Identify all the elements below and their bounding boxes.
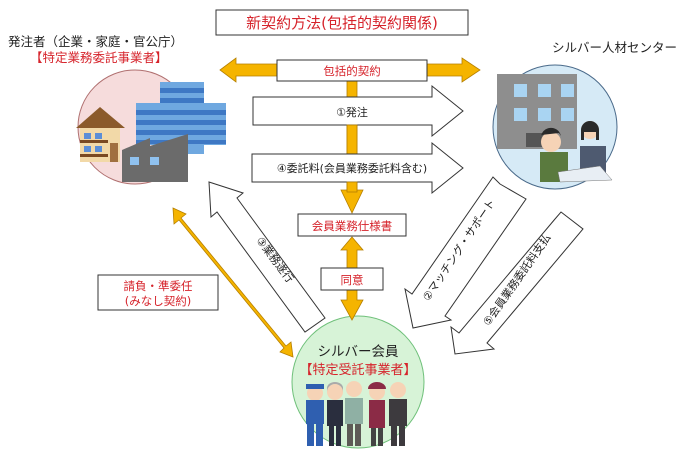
fee-arrow: ④委託料(会員業務委託料含む) (251, 141, 464, 195)
contract-type-line1: 請負・準委任 (124, 279, 193, 293)
contract-type-box: 請負・準委任 (みなし契約) (97, 274, 219, 311)
comprehensive-contract-label: 包括的契約 (323, 64, 381, 78)
office-building-icon (136, 82, 226, 154)
factory-icon (122, 134, 188, 182)
consent-label: 同意 (341, 273, 364, 287)
title-text: 新契約方法(包括的契約関係) (246, 14, 438, 32)
client-illustration (76, 69, 226, 185)
member-illustration: シルバー会員 【特定受託事業者】 (291, 315, 425, 449)
contract-type-line2: (みなし契約) (125, 294, 191, 308)
house-icon (76, 107, 125, 162)
center-illustration (492, 64, 618, 190)
client-role: 【特定業務委託事業者】 (30, 50, 168, 65)
center-building-icon (497, 74, 577, 149)
order-label: ①発注 (336, 105, 368, 119)
member-name: シルバー会員 (318, 344, 399, 360)
spec-label: 会員業務仕様書 (312, 219, 393, 233)
fee-label: ④委託料(会員業務委託料含む) (277, 161, 427, 175)
client-name: 発注者（企業・家庭・官公庁） (8, 34, 183, 49)
spec-box: 会員業務仕様書 (297, 213, 407, 237)
consent-box: 同意 (320, 267, 384, 291)
center-name: シルバー人材センター (552, 40, 677, 55)
title-box: 新契約方法(包括的契約関係) (215, 9, 469, 36)
consultation-people-icon (540, 121, 613, 183)
contract-type-arrow (172, 207, 294, 358)
execution-arrow: ③業務遂行 (208, 181, 326, 333)
senior-workers-icon (306, 381, 407, 446)
comprehensive-contract-box: 包括的契約 (276, 59, 428, 82)
member-role: 【特定受託事業者】 (299, 362, 416, 378)
order-arrow: ①発注 (252, 84, 464, 156)
